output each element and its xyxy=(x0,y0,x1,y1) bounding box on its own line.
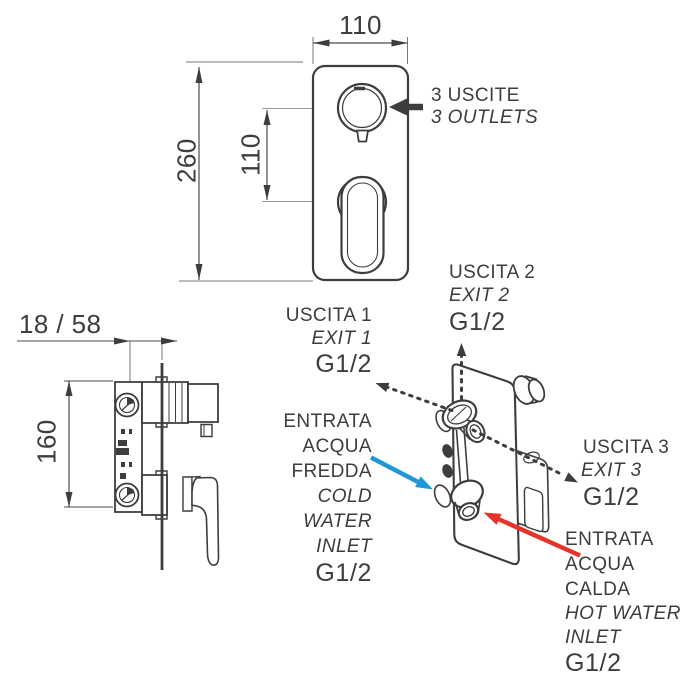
front-diverter-knob xyxy=(338,84,386,142)
hot-inlet-label-en1: HOT WATER xyxy=(565,603,681,624)
hot-inlet-thread-label: G1/2 xyxy=(565,649,622,677)
exit3-label-en: EXIT 3 xyxy=(581,460,642,481)
side-depth-dim-label: 18 / 58 xyxy=(19,309,102,339)
outlets-label-it: 3 USCITE xyxy=(431,85,520,106)
outlet-flow-arrows xyxy=(388,352,564,476)
exit3-label-it: USCITA 3 xyxy=(583,437,670,458)
exit3-flow-line xyxy=(473,430,564,476)
top-front-port xyxy=(438,395,488,445)
side-lever-blade xyxy=(192,478,219,566)
exit2-thread-label: G1/2 xyxy=(449,308,506,336)
cold-inlet-thread-label: G1/2 xyxy=(315,559,372,587)
cold-inlet-label-en3: INLET xyxy=(316,536,372,557)
hot-inlet-label-it1: ENTRATA xyxy=(565,529,654,550)
connection-view xyxy=(371,343,580,564)
front-mixer-lever xyxy=(338,177,386,273)
front-centers-arrows xyxy=(263,110,271,200)
back-outlet-cylinder xyxy=(510,373,548,407)
side-top-port xyxy=(116,394,139,417)
exit3-thread-label: G1/2 xyxy=(583,483,640,511)
hot-inlet-arrow xyxy=(483,512,580,555)
outlets-pointer-arrow xyxy=(389,98,423,116)
side-bottom-port xyxy=(116,484,139,507)
front-height-arrows xyxy=(195,67,203,280)
outlet-flow-arrowheads xyxy=(375,343,578,483)
exit1-flow-line xyxy=(388,388,452,411)
cold-inlet-label-it3: FREDDA xyxy=(291,461,372,482)
side-outlet-bracket xyxy=(516,450,548,532)
side-depth-arrows xyxy=(114,337,177,345)
side-body-markings xyxy=(116,429,132,479)
front-width-dim-label: 110 xyxy=(339,10,382,40)
valve-linkage xyxy=(457,428,469,489)
side-height-arrows xyxy=(65,381,73,507)
side-top-knob xyxy=(188,384,218,422)
exit1-label-en: EXIT 1 xyxy=(311,328,372,349)
front-view xyxy=(179,37,423,281)
exit1-label-it: USCITA 1 xyxy=(285,305,372,326)
exit2-label-it: USCITA 2 xyxy=(449,262,536,283)
cold-inlet-label-it2: ACQUA xyxy=(302,436,372,457)
cold-inlet-label-it1: ENTRATA xyxy=(283,411,372,432)
cold-side-port-lower xyxy=(431,483,453,510)
side-valve-body xyxy=(115,377,219,565)
front-height-dim-label: 260 xyxy=(171,138,202,183)
exit2-label-en: EXIT 2 xyxy=(449,285,510,306)
hot-inlet-label-it2: ACQUA xyxy=(565,554,635,575)
bottom-front-port xyxy=(447,476,488,524)
cold-inlet-label-en1: COLD xyxy=(317,486,372,507)
front-centers-dim-label: 110 xyxy=(235,133,266,176)
outlets-label-en: 3 OUTLETS xyxy=(431,107,539,128)
perspective-plate xyxy=(452,364,518,564)
exit1-thread-label: G1/2 xyxy=(315,350,372,378)
side-height-dim-label: 160 xyxy=(31,419,62,464)
hot-inlet-label-it3: CALDA xyxy=(565,579,631,600)
cold-inlet-arrow xyxy=(371,458,433,490)
hot-inlet-label-en2: INLET xyxy=(565,627,621,648)
front-extension-lines xyxy=(179,37,408,281)
front-width-arrows xyxy=(313,39,408,47)
linkage-nuts xyxy=(442,444,453,478)
cold-inlet-label-en2: WATER xyxy=(303,511,372,532)
side-view xyxy=(17,337,219,571)
side-height-dimension xyxy=(64,381,113,507)
